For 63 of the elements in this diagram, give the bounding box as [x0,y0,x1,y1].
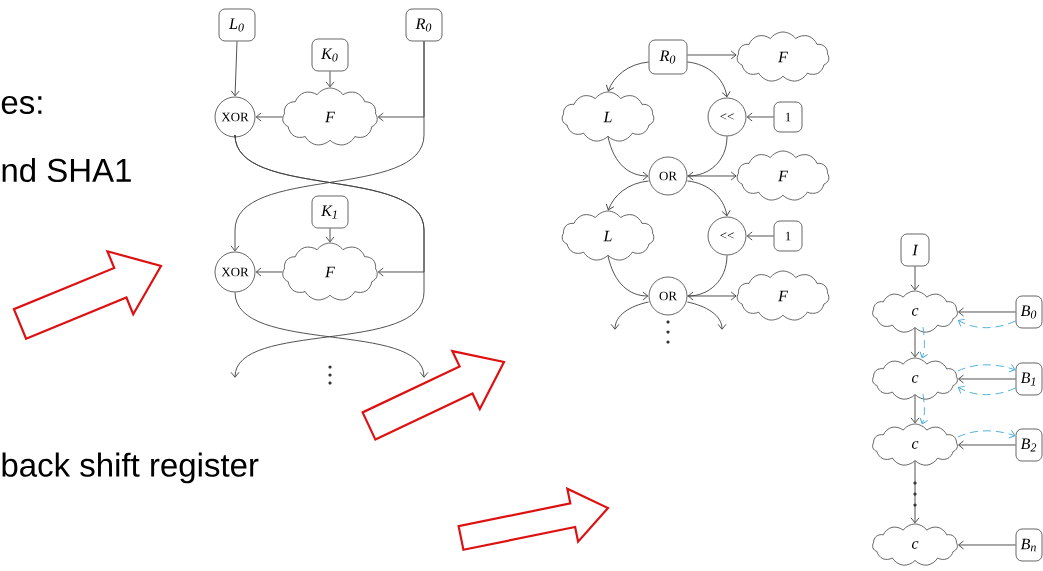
function-cloud: c [872,357,958,400]
arrow [230,134,425,378]
arrow [687,135,728,181]
arrow [910,394,920,424]
arrow [686,171,737,181]
dashed-arrow [957,385,1017,396]
function-cloud: c [872,290,958,333]
function-cloud: L [561,91,655,142]
arrow [607,255,649,301]
dashed-arrow [957,363,1016,373]
slide-text: nd SHA1 [2,157,131,183]
arrow [910,265,920,291]
variable-box: B$_{n}$ [1015,528,1043,562]
arrow [255,112,283,122]
variable-box: 1 [773,101,803,133]
arrow [746,112,775,122]
arrow [687,254,728,301]
arrow [686,180,731,217]
arrow [610,301,650,330]
variable-box: 1 [773,220,803,252]
dashed-arrow [957,429,1016,439]
variable-box: K$_{1}$ [311,195,349,229]
variable-box: K$_{0}$ [311,38,349,72]
arrow [958,307,1017,317]
variable-box: B$_{2}$ [1015,428,1043,462]
dashed-arrow [957,318,1017,329]
arrow [686,61,731,98]
function-cloud: F [736,31,830,82]
variable-box: I [900,233,930,267]
arrow [686,291,737,301]
variable-box: L$_{0}$ [218,8,256,42]
arrow [230,40,425,252]
variable-box: B$_{0}$ [1015,295,1043,329]
arrow [958,374,1017,384]
arrow [605,180,650,211]
dashed-arrow [919,393,929,425]
slide-text: back shift register [2,452,259,484]
arrow [230,40,240,97]
arrow [686,50,737,60]
function-cloud: F [282,242,378,301]
variable-box: B$_{1}$ [1015,362,1043,396]
arrow [325,70,335,88]
arrow [910,460,920,524]
function-cloud: F [736,270,830,321]
function-cloud: c [872,423,958,466]
function-cloud: c [872,523,958,566]
variable-box: R$_{0}$ [405,8,443,42]
arrow [607,136,649,181]
arrow [746,231,775,241]
arrow [325,227,335,243]
arrow [958,540,1017,550]
arrow [686,301,727,330]
arrow [255,267,283,277]
function-cloud: F [282,87,378,146]
slide-text: es: [1,95,42,114]
arrow [958,440,1017,450]
arrow [234,291,429,378]
function-cloud: F [736,150,830,201]
variable-box: R$_{0}$ [648,39,688,75]
arrow [910,327,920,358]
function-cloud: L [561,210,655,261]
arrow [605,61,650,92]
dashed-arrow [919,326,929,359]
